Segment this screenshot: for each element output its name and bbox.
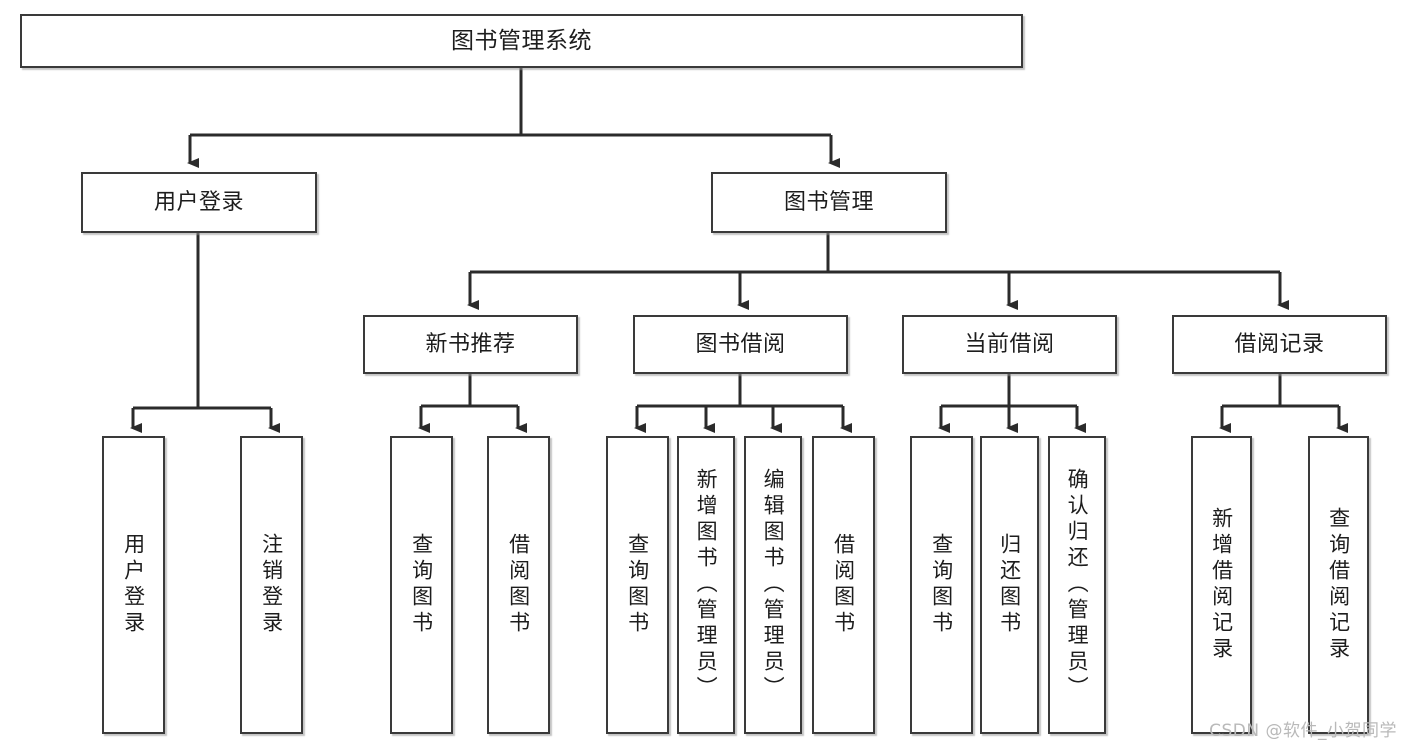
node-current-borrow-label: 当前借阅: [964, 331, 1055, 357]
leaf-query-book-1-label: 查询图书: [409, 533, 434, 637]
node-root[interactable]: 图书管理系统: [20, 14, 1023, 68]
leaf-query-book-3-label: 查询图书: [929, 533, 954, 637]
leaf-add-record[interactable]: 新增借阅记录: [1191, 436, 1252, 734]
node-user-login-label: 用户登录: [153, 189, 244, 215]
node-new-book-recommend-label: 新书推荐: [425, 331, 516, 357]
node-user-login[interactable]: 用户登录: [81, 172, 317, 233]
node-borrow-record-label: 借阅记录: [1234, 331, 1325, 357]
leaf-add-book-label: 新增图书（管理员）: [694, 468, 719, 702]
leaf-logout-login-label: 注销登录: [259, 533, 284, 637]
leaf-query-record-label: 查询借阅记录: [1326, 507, 1351, 663]
node-borrow-record[interactable]: 借阅记录: [1172, 315, 1387, 374]
leaf-return-book[interactable]: 归还图书: [980, 436, 1039, 734]
leaf-query-book-2[interactable]: 查询图书: [606, 436, 669, 734]
leaf-confirm-return[interactable]: 确认归还（管理员）: [1048, 436, 1106, 734]
node-new-book-recommend[interactable]: 新书推荐: [363, 315, 578, 374]
node-book-borrow[interactable]: 图书借阅: [633, 315, 848, 374]
leaf-query-record[interactable]: 查询借阅记录: [1308, 436, 1369, 734]
watermark: CSDN @软件_小贺同学: [1209, 721, 1397, 741]
leaf-logout-login[interactable]: 注销登录: [240, 436, 303, 734]
leaf-query-book-2-label: 查询图书: [625, 533, 650, 637]
leaf-confirm-return-label: 确认归还（管理员）: [1065, 468, 1090, 702]
leaf-borrow-book-2[interactable]: 借阅图书: [812, 436, 875, 734]
node-book-manage[interactable]: 图书管理: [711, 172, 947, 233]
node-current-borrow[interactable]: 当前借阅: [902, 315, 1117, 374]
leaf-query-book-3[interactable]: 查询图书: [910, 436, 973, 734]
leaf-borrow-book-2-label: 借阅图书: [831, 533, 856, 637]
leaf-borrow-book-1-label: 借阅图书: [506, 533, 531, 637]
leaf-edit-book-label: 编辑图书（管理员）: [761, 468, 786, 702]
leaf-edit-book[interactable]: 编辑图书（管理员）: [744, 436, 802, 734]
leaf-return-book-label: 归还图书: [997, 533, 1022, 637]
leaf-user-login[interactable]: 用户登录: [102, 436, 165, 734]
node-book-manage-label: 图书管理: [783, 189, 874, 215]
leaf-borrow-book-1[interactable]: 借阅图书: [487, 436, 550, 734]
leaf-user-login-label: 用户登录: [121, 533, 146, 637]
node-book-borrow-label: 图书借阅: [695, 331, 786, 357]
node-root-label: 图书管理系统: [451, 27, 592, 54]
leaf-query-book-1[interactable]: 查询图书: [390, 436, 453, 734]
leaf-add-book[interactable]: 新增图书（管理员）: [677, 436, 735, 734]
leaf-add-record-label: 新增借阅记录: [1209, 507, 1234, 663]
